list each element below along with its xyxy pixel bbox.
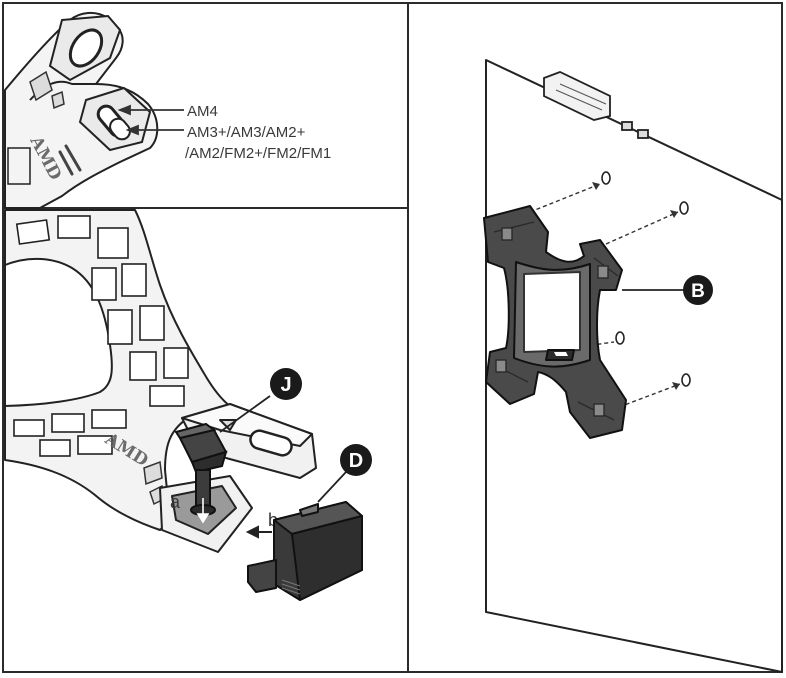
callout-d: D (317, 444, 372, 503)
callout-b-letter: B (691, 281, 705, 302)
callout-j: J (219, 368, 302, 433)
lower-slot-plate (78, 86, 152, 152)
label-am3-line1: AM3+/AM3/AM2+ (187, 124, 306, 141)
backplate-grid-cells (13, 215, 189, 457)
label-am4: AM4 (187, 103, 218, 120)
callout-d-letter: D (349, 450, 363, 472)
rib-lines (58, 144, 82, 176)
callout-j-letter: J (280, 374, 291, 396)
screw-hole-4 (681, 373, 691, 387)
upper-slot (48, 14, 122, 82)
triangle-marks (29, 70, 65, 110)
right-panel: B (483, 59, 783, 673)
bottom-left-panel: AMD a (4, 209, 372, 601)
screw-hole-2 (679, 201, 689, 215)
leader-lines (117, 104, 184, 136)
backplate-b-ribs (493, 221, 619, 421)
backplate-b (483, 205, 627, 439)
alignment-arrows (592, 182, 680, 390)
step-a-label: a (170, 492, 181, 512)
motherboard (485, 59, 783, 673)
standoff-pin (174, 422, 228, 516)
clip-part (247, 501, 363, 601)
side-tab (7, 147, 31, 185)
screw-hole-3 (615, 331, 625, 345)
screws (601, 171, 691, 387)
board-components (543, 71, 649, 139)
arrow-b (245, 525, 272, 539)
top-left-panel: AMD AM4 AM3+/AM3/AM2+ /AM2/FM2+/FM2/FM1 (4, 12, 331, 209)
arrow-a (196, 498, 210, 524)
screw-hole-1 (601, 171, 611, 185)
label-am3-line2: /AM2/FM2+/FM2/FM1 (185, 145, 331, 162)
callout-b: B (622, 275, 713, 305)
